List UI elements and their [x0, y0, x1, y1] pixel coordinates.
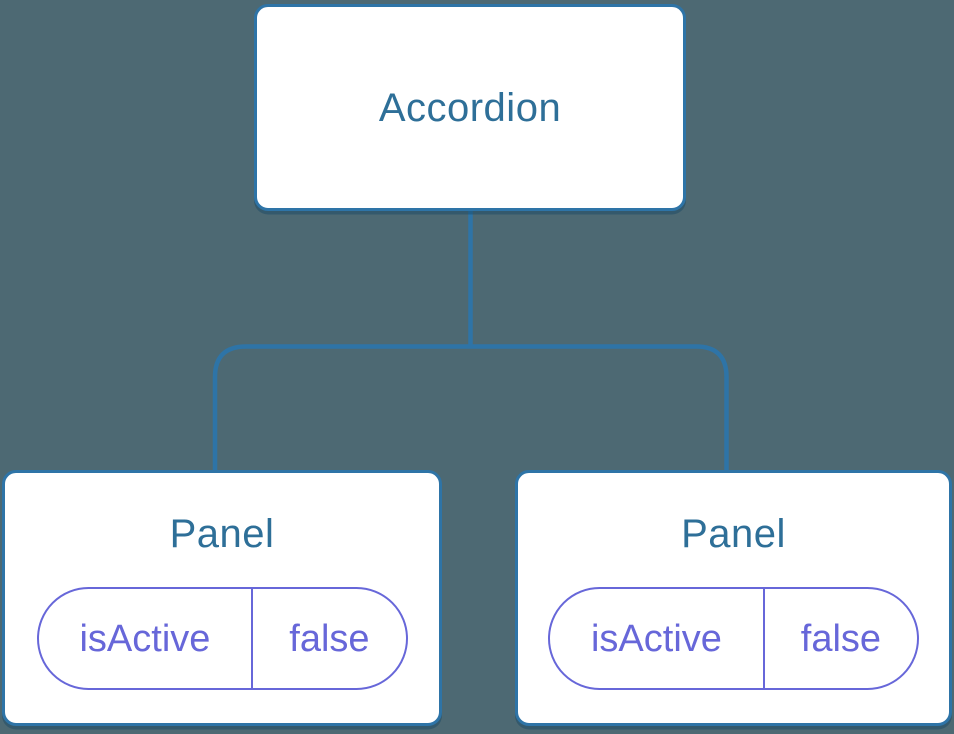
state-value-label: false [800, 617, 882, 660]
state-pill: isActive false [36, 587, 408, 690]
accordion-node-label: Accordion [378, 85, 562, 130]
state-value-label: false [289, 617, 370, 660]
panel-node-right: Panel isActive false [515, 470, 952, 726]
panel-node-label: Panel [169, 512, 275, 556]
panel-node-label: Panel [681, 512, 786, 556]
state-key-label: isActive [79, 617, 211, 660]
connector-branch [212, 344, 729, 471]
state-pill: isActive false [548, 587, 919, 690]
state-key-cell: isActive [39, 589, 254, 688]
state-key-label: isActive [590, 617, 722, 660]
state-value-cell: false [253, 589, 405, 688]
accordion-node: Accordion [254, 4, 686, 211]
state-value-cell: false [765, 589, 917, 688]
state-key-cell: isActive [550, 589, 765, 688]
panel-node-left: Panel isActive false [2, 470, 442, 726]
